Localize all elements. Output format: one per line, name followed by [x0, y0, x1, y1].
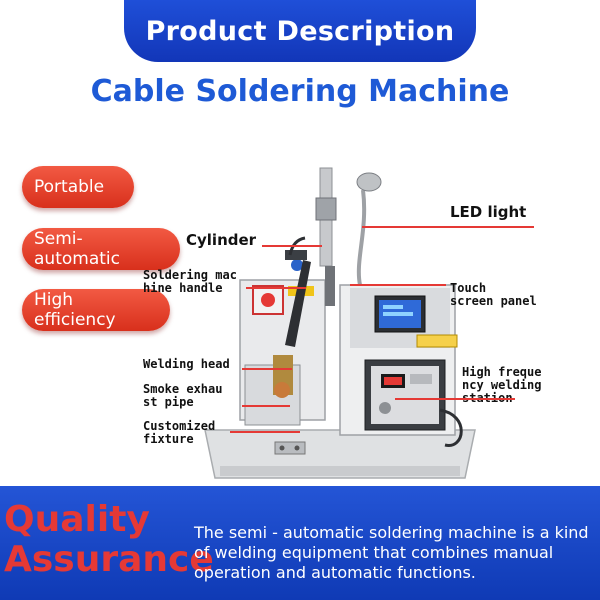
page-title: Cable Soldering Machine	[90, 74, 510, 109]
callout-line-smoke-pipe	[242, 405, 290, 407]
banner-text: Product Description	[145, 15, 455, 47]
callout-line-touch-screen	[350, 284, 446, 286]
led-lamp-head	[356, 172, 382, 192]
product-description-text: The semi - automatic soldering machine i…	[194, 523, 589, 582]
assurance-line: Assurance	[4, 539, 214, 580]
callout-handle: Soldering mac hine handle	[143, 268, 237, 295]
callout-line-hf-station	[395, 398, 515, 400]
callout-touch-screen: Touch screen panel	[450, 281, 537, 308]
soldering-handle	[285, 260, 311, 347]
feature-badge-high-efficiency: High efficiency	[22, 289, 170, 331]
quality-assurance-text: Quality Assurance	[4, 500, 214, 580]
led-gooseneck	[356, 189, 367, 286]
callout-line-cylinder	[262, 245, 322, 247]
callout-cylinder: Cylinder	[186, 231, 257, 249]
callout-welding-head: Welding head	[143, 357, 230, 371]
callout-smoke-pipe: Smoke exhau st pipe	[143, 382, 223, 409]
callout-line-fixture	[230, 431, 300, 433]
callout-fixture: Customized fixture	[143, 419, 216, 446]
product-description-banner: Product Description	[124, 0, 476, 62]
quality-line: Quality	[4, 499, 150, 540]
callout-line-welding-head	[242, 368, 292, 370]
footer-band	[0, 486, 600, 600]
callout-line-led-light	[362, 226, 534, 228]
customized-fixture	[274, 441, 306, 455]
feature-badge-semi-automatic: Semi-automatic	[22, 228, 180, 270]
callout-line-handle	[246, 287, 306, 289]
feature-badge-portable: Portable	[22, 166, 134, 208]
callout-led-light: LED light	[450, 203, 527, 221]
soldering-machine-illustration	[204, 167, 476, 479]
